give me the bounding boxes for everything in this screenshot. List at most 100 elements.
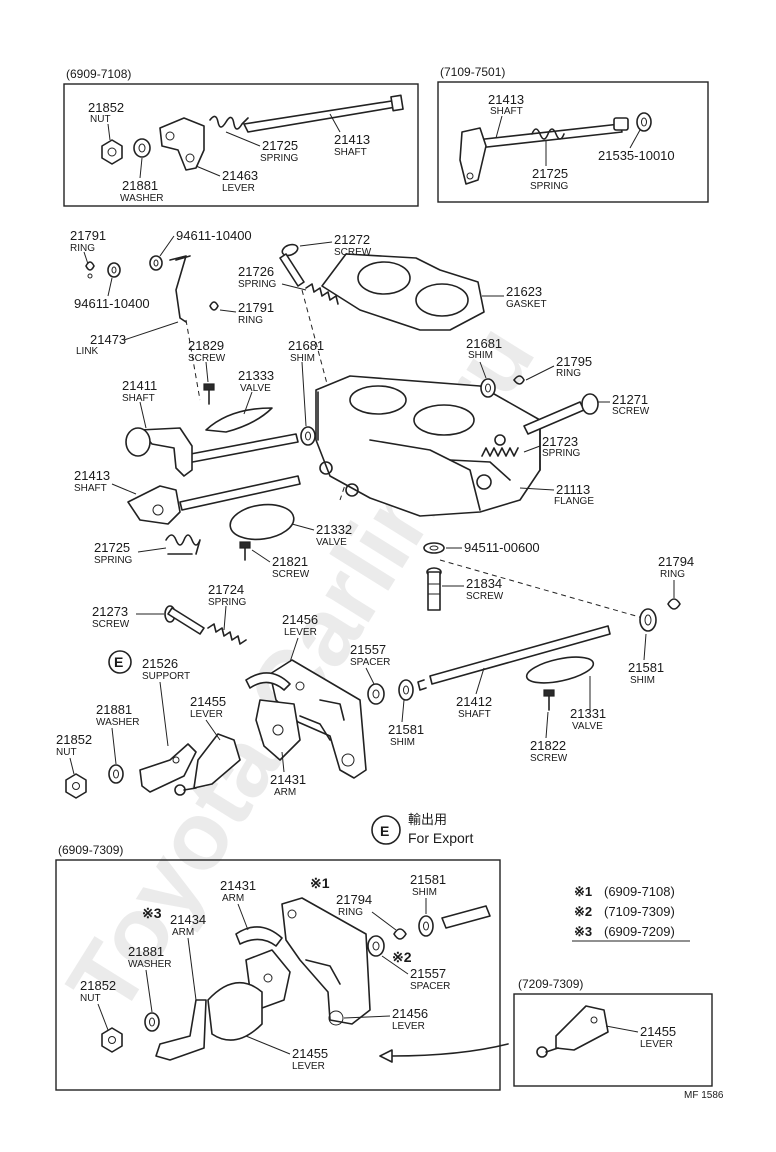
svg-text:LEVER: LEVER <box>292 1061 325 1072</box>
callout-m-21113: 21113 FLANGE <box>519 482 594 507</box>
spring-21726-part <box>305 283 339 305</box>
svg-text:VALVE: VALVE <box>240 383 271 394</box>
svg-text:21526: 21526 <box>142 656 178 671</box>
svg-text:RING: RING <box>556 368 581 379</box>
svg-text:※2: ※2 <box>392 949 412 965</box>
callout-tr-21535: 21535-10010 <box>598 129 675 163</box>
guide-line-3 <box>439 559 651 621</box>
washer-21881-part <box>108 764 124 784</box>
callout-m-21724: 21724 SPRING <box>208 582 247 631</box>
svg-text:21331: 21331 <box>570 706 606 721</box>
spring-21724-part <box>207 623 247 645</box>
svg-text:SCREW: SCREW <box>466 591 504 602</box>
lever-21456-part <box>269 659 367 779</box>
svg-text:NUT: NUT <box>56 747 77 758</box>
svg-text:21557: 21557 <box>350 642 386 657</box>
svg-text:21581: 21581 <box>410 872 446 887</box>
svg-text:21794: 21794 <box>336 892 372 907</box>
svg-text:RING: RING <box>238 315 263 326</box>
svg-text:WASHER: WASHER <box>128 959 172 970</box>
svg-text:21413: 21413 <box>74 468 110 483</box>
callout-m-21822: 21822 SCREW <box>530 711 568 764</box>
shim-21581b-part <box>639 608 657 632</box>
svg-text:21456: 21456 <box>392 1006 428 1021</box>
svg-text:21852: 21852 <box>56 732 92 747</box>
svg-text:SHIM: SHIM <box>412 887 437 898</box>
svg-text:SPRING: SPRING <box>94 555 133 566</box>
ring-21794-part <box>667 598 681 610</box>
support-21526-part <box>139 743 197 793</box>
svg-text:RING: RING <box>660 569 685 580</box>
svg-text:RING: RING <box>70 243 95 254</box>
svg-text:※1: ※1 <box>574 884 592 899</box>
svg-text:ARM: ARM <box>172 927 194 938</box>
callout-m-21273: 21273 SCREW <box>92 604 164 630</box>
svg-text:21681: 21681 <box>288 338 324 353</box>
callout-tl-21881: 21881 WASHER <box>120 157 164 204</box>
callout-m-21791a: 21791 RING <box>70 228 106 265</box>
mark-b-3: ※3 <box>142 905 162 921</box>
callout-m-94511: 94511-00600 <box>446 540 540 555</box>
svg-text:21413: 21413 <box>334 132 370 147</box>
valve-21333-part <box>205 407 273 433</box>
callout-m-94611a: 94611-10400 <box>159 228 252 257</box>
callout-m-21557: 21557 SPACER <box>350 642 390 685</box>
callout-m-21526: 21526 SUPPORT <box>142 656 190 747</box>
ring-21791-part <box>85 261 95 279</box>
tl-shaft-part <box>243 94 404 133</box>
callout-m-21413: 21413 SHAFT <box>74 468 137 495</box>
svg-text:SHAFT: SHAFT <box>490 106 523 117</box>
svg-text:21434: 21434 <box>170 912 206 927</box>
svg-text:SCREW: SCREW <box>188 353 226 364</box>
callout-bs-21455: 21455 LEVER <box>605 1024 676 1050</box>
svg-text:LEVER: LEVER <box>222 183 255 194</box>
tr-spring-part <box>531 128 565 140</box>
svg-text:SPACER: SPACER <box>410 981 450 992</box>
svg-text:21463: 21463 <box>222 168 258 183</box>
svg-text:SHIM: SHIM <box>630 675 655 686</box>
svg-text:21834: 21834 <box>466 576 502 591</box>
box-label-bottom-main: (6909-7309) <box>58 843 123 857</box>
lever-21455-part <box>174 733 241 796</box>
callout-m-21272: 21272 SCREW <box>299 232 372 258</box>
svg-text:21881: 21881 <box>96 702 132 717</box>
svg-text:SCREW: SCREW <box>272 569 310 580</box>
shim-21681a-part <box>300 426 316 446</box>
box-label-top-left: (6909-7108) <box>66 67 131 81</box>
svg-text:SHIM: SHIM <box>468 350 493 361</box>
spacer-21557-part <box>367 683 385 705</box>
washer-94611-part <box>107 262 121 278</box>
b-spacer-21557-part <box>367 935 385 957</box>
b-nut-21852-part <box>101 1027 123 1053</box>
screw-21273-part <box>164 605 205 635</box>
callout-m-21271: 21271 SCREW <box>598 392 650 417</box>
callout-b-21852: 21852 NUT <box>80 978 116 1031</box>
b-arm-21434-part <box>155 981 263 1061</box>
note-legend: ※1 (6909-7108) ※2 (7109-7309) ※3 (6909-7… <box>572 884 690 942</box>
callout-m-21681b: 21681 SHIM <box>466 336 502 379</box>
spring-21723-part <box>481 447 519 457</box>
svg-text:ARM: ARM <box>222 893 244 904</box>
inset-box-bottom-main <box>55 859 501 1091</box>
callout-tl-21413: 21413 SHAFT <box>329 113 370 158</box>
callout-tl-21725: 21725 SPRING <box>225 131 299 164</box>
svg-text:NUT: NUT <box>80 993 101 1004</box>
shaft-21412-part <box>417 625 611 691</box>
b-ring-21794-part <box>393 928 407 940</box>
callout-m-21581b: 21581 SHIM <box>628 633 664 686</box>
spring-21725-part <box>165 534 201 555</box>
svg-text:21725: 21725 <box>262 138 298 153</box>
box-label-bottom-small: (7209-7309) <box>518 977 583 991</box>
svg-text:SCREW: SCREW <box>612 406 650 417</box>
tr-washer-part <box>636 112 652 132</box>
svg-text:21791: 21791 <box>70 228 106 243</box>
callout-b-21455: 21455 LEVER <box>245 1035 328 1072</box>
callout-m-21411: 21411 SHAFT <box>122 378 157 429</box>
svg-text:21113: 21113 <box>556 482 590 497</box>
svg-text:SPRING: SPRING <box>260 153 299 164</box>
callout-b-21431: 21431 ARM <box>220 878 256 931</box>
svg-text:21724: 21724 <box>208 582 244 597</box>
washer-94511-part <box>423 542 445 554</box>
callout-m-21333: 21333 VALVE <box>238 368 274 415</box>
